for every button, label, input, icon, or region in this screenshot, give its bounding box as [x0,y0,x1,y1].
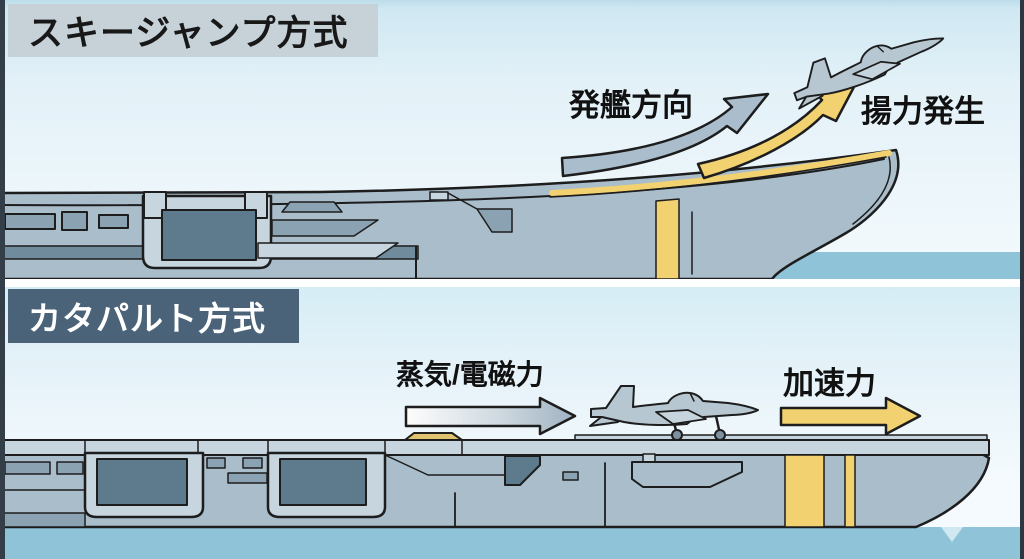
hull-yellow-band-wide [784,454,825,528]
catapult-carrier-illustration [0,432,991,529]
steam-force-arrow-icon [404,396,577,436]
frame-edge-right [1020,0,1024,559]
hull-yellow-band-narrow [844,454,856,528]
sea-top-panel [772,252,1024,279]
panel-catapult: カタパルト方式 蒸気/電磁力 加速力 [0,287,1024,559]
ski-jump-scene [0,16,1024,279]
sea-notch-marker [941,527,963,542]
label-lift-generation: 揚力発生 [861,94,985,129]
hangar-opening [161,209,257,261]
label-steam-electromagnetic-force: 蒸気/電磁力 [396,359,544,390]
hull-yellow-band [655,198,680,279]
label-acceleration-force: 加速力 [783,366,876,401]
method-title-ski-jump: スキージャンプ方式 [8,4,378,57]
launch-direction-arrow-icon [560,92,770,178]
catapult-shuttle [404,432,463,441]
ski-jump-carrier-illustration [0,148,900,279]
flight-deck [0,439,990,456]
sea-bottom-panel [0,527,1024,559]
method-title-catapult: カタパルト方式 [8,289,299,343]
frame-edge-left [0,0,5,559]
panel-ski-jump: スキージャンプ方式 発艦方向 揚力発生 [0,0,1024,279]
hangar-opening-2 [279,458,367,506]
label-launch-direction: 発艦方向 [569,88,693,123]
deck-ramp-yellow-stripe [549,150,892,196]
acceleration-arrow-icon [779,396,922,436]
fighter-jet-deck-icon [589,385,759,442]
deck-sponson [631,461,743,488]
catapult-scene [0,385,1024,559]
hangar-opening-1 [96,458,188,506]
